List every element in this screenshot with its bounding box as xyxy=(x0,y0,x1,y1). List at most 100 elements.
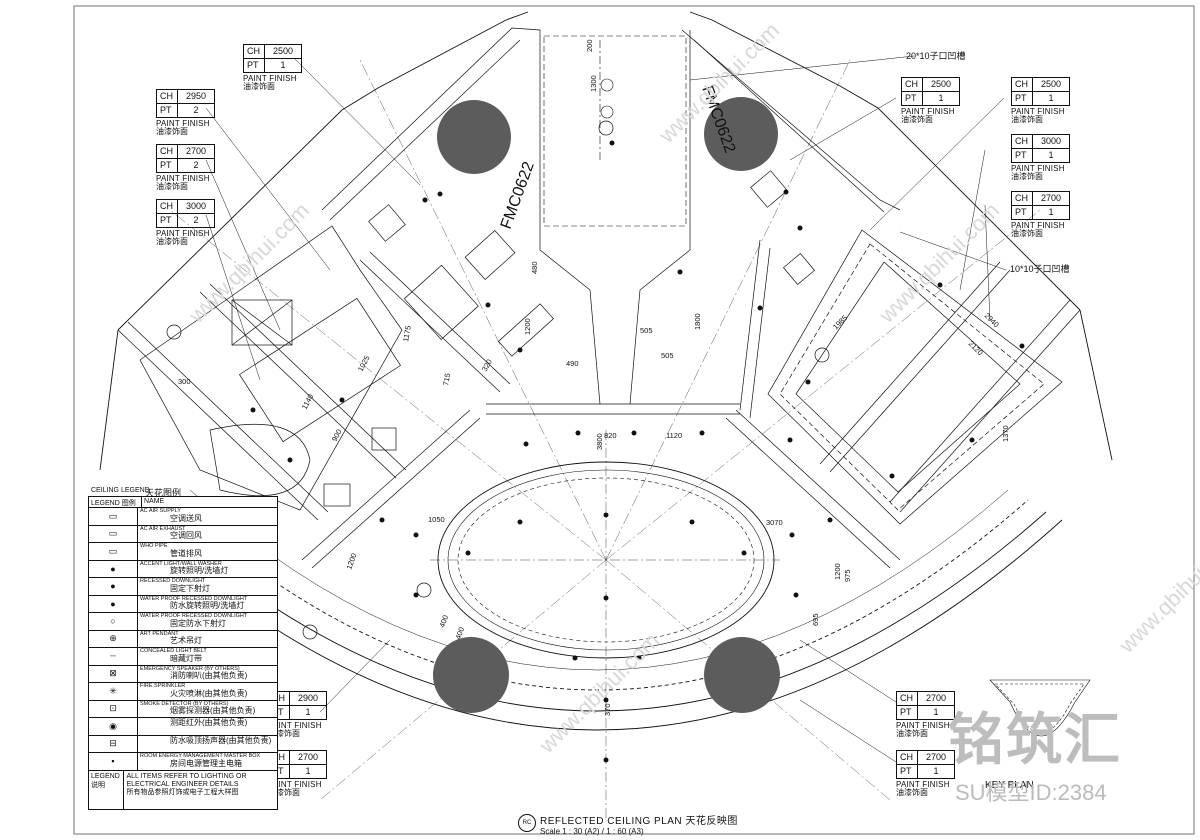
legend-name-zh: 空调送风 xyxy=(170,513,202,523)
legend-symbol-icon: ⊠ xyxy=(89,665,138,682)
legend-name-zh: 防水旋转照明/洗墙灯 xyxy=(170,601,245,611)
downlight-fixtures xyxy=(250,140,1025,763)
legend-footer: LEGEND 说明 ALL ITEMS REFER TO LIGHTING OR… xyxy=(89,770,277,809)
dimension-label: 300 xyxy=(178,377,191,386)
legend-name-zh: 房间电源管理主电箱 xyxy=(170,758,242,768)
dimension-label: 400 xyxy=(453,626,466,641)
dimension-label: 1120 xyxy=(666,431,682,440)
legend-symbol-icon: ▭ xyxy=(89,525,138,542)
legend-name-en: FIRE SPRINKLER xyxy=(140,683,186,689)
legend-name-zh: 烟雾探测器(由其他负责) xyxy=(170,706,256,716)
legend-symbol-icon: ● xyxy=(89,578,138,595)
drawing-title-zh: 天花反映图 xyxy=(685,816,738,827)
dimension-label: 1300 xyxy=(589,75,598,92)
dimension-label: 200 xyxy=(585,39,594,52)
legend-name-zh: 火灾喷淋(由其他负责) xyxy=(170,688,248,698)
legend-name-en: EMERGENCY SPEAKER (BY OTHERS) xyxy=(140,665,240,672)
dimension-label: 1200 xyxy=(833,563,842,580)
legend-symbol-icon: ⊟ xyxy=(89,735,138,752)
legend-name-en: RECESSED DOWNLIGHT xyxy=(140,578,206,584)
section-markers xyxy=(166,120,830,640)
legend-name-en: WATER PROOF RECESSED DOWNLIGHT xyxy=(140,595,248,602)
legend-symbol-icon: ▪ xyxy=(89,753,138,770)
legend-row: ⊟防水吸顶扬声器(由其他负责) xyxy=(89,735,277,753)
rc-marker: RC xyxy=(518,814,536,832)
watermark-brand: 铭筑汇 xyxy=(948,708,1122,771)
dimension-label: 505 xyxy=(661,351,674,360)
tag-leader-lines xyxy=(205,55,1007,763)
dimension-label: 3800 xyxy=(595,433,604,450)
groove-note-top: 20*10子口凹槽 xyxy=(906,50,966,61)
legend-row: ⊡SMOKE DETECTOR (BY OTHERS)烟雾探测器(由其他负责) xyxy=(89,700,277,718)
legend-name-zh: 艺术吊灯 xyxy=(170,636,202,646)
dimension-label: 1370 xyxy=(1001,425,1010,442)
dimension-label: 900 xyxy=(330,428,344,443)
dimension-label: 1175 xyxy=(401,325,413,342)
legend-name-en: ACCENT LIGHT/WALL WASHER xyxy=(140,560,222,567)
watermark-model-id: SU模型ID:2384 xyxy=(955,780,1107,805)
left-bathroom xyxy=(139,204,554,511)
dark-circle-markers xyxy=(433,97,780,713)
dimension-label: 715 xyxy=(441,372,452,386)
legend-symbol-icon: ┄ xyxy=(89,648,138,665)
dimension-label: 480 xyxy=(530,261,539,274)
legend-name-zh: 测距红外(由其他负责) xyxy=(170,718,248,727)
sheet-border xyxy=(73,5,1195,835)
dimension-label: 1140 xyxy=(300,392,316,410)
legend-symbol-icon: ● xyxy=(89,595,138,612)
legend-name-en: SMOKE DETECTOR (BY OTHERS) xyxy=(140,700,229,707)
dimension-label: 1200 xyxy=(523,318,532,335)
legend-symbol-icon: ◉ xyxy=(89,718,138,735)
legend-name-en: AC AIR EXHAUST xyxy=(140,525,186,532)
legend-symbol-icon: ● xyxy=(89,560,138,577)
dimension-label: 370 xyxy=(603,703,612,716)
dimension-label: 820 xyxy=(604,431,617,440)
dimension-label: 490 xyxy=(566,359,579,368)
legend-name-zh: 固定防水下射灯 xyxy=(170,618,226,628)
dimension-label: 1800 xyxy=(693,313,702,330)
legend-symbol-icon: ✳ xyxy=(89,683,138,700)
dimension-label: 975 xyxy=(843,569,852,582)
right-room-ceiling xyxy=(750,170,1063,525)
dimension-label: 2120 xyxy=(967,339,985,357)
ceiling-legend: CEILING LEGEND 天花图例 LEGEND 图例 NAME ▭AC A… xyxy=(88,487,278,810)
legend-header: LEGEND 图例 NAME xyxy=(89,497,277,508)
legend-name-zh: 暗藏灯带 xyxy=(170,653,202,663)
central-oval-ceiling xyxy=(430,430,780,820)
legend-symbol-icon: ▭ xyxy=(89,543,138,560)
dimension-label: 1050 xyxy=(428,515,445,524)
legend-name-en: AC AIR SUPPLY xyxy=(140,508,181,514)
legend-name-en: ART PENDANT xyxy=(140,630,179,637)
legend-name-en: ROOM ENERGY MANAGEMENT MASTER BOX xyxy=(140,753,261,759)
legend-name-zh: 空调回风 xyxy=(170,531,202,541)
legend-symbol-icon: ⊡ xyxy=(89,700,138,717)
legend-row: ◉ 测距红外(由其他负责) xyxy=(89,718,277,736)
legend-symbol-icon: ○ xyxy=(89,613,138,630)
legend-name-zh: 消防喇叭(由其他负责) xyxy=(170,671,248,681)
fmc-label-left: FMC0622 xyxy=(498,159,538,231)
legend-name-en: WHO PIPE xyxy=(140,543,168,549)
drawing-title-block: RC REFLECTED CEILING PLAN 天花反映图 Scale 1 … xyxy=(518,812,738,836)
drawing-scale: Scale 1 : 30 (A2) / 1 : 60 (A3) xyxy=(540,827,644,836)
legend-name-zh: 旋转照明/洗墙灯 xyxy=(170,566,229,576)
